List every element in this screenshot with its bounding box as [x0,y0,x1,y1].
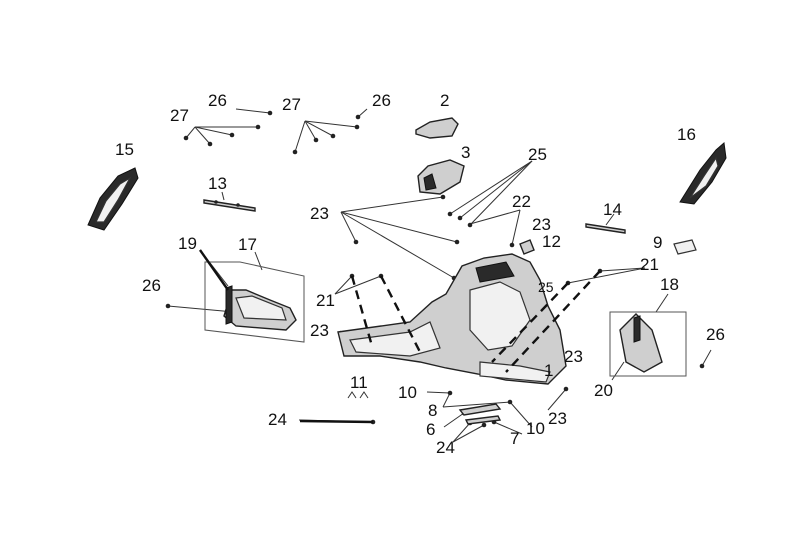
part-label-26b: 26 [372,91,391,110]
part-2-cover [415,117,459,139]
part-label-27a: 27 [170,106,189,125]
part-label-6: 6 [426,420,435,439]
part-label-23e: 23 [548,409,567,428]
part-3-bracket [417,159,465,195]
part-12-clip [519,239,535,255]
part-9-plate [673,239,697,255]
part-label-17: 17 [238,235,257,254]
part-label-26d: 26 [706,325,725,344]
part-label-11: 11 [350,373,368,392]
part-6-7-8-set [458,403,502,425]
part-label-10b: 10 [526,419,545,438]
part-label-24a: 24 [268,410,287,429]
part-label-23b: 23 [310,321,329,340]
part-label-9: 9 [653,233,662,252]
part-label-21a: 21 [316,291,335,310]
part-label-27b: 27 [282,95,301,114]
part-label-12: 12 [542,232,561,251]
part-label-24b: 24 [436,438,455,457]
part-13-rail [203,199,256,212]
part-16-side-strip [679,142,727,205]
leader-lines [167,108,712,443]
part-label-25b: 25 [538,279,554,295]
assembly-lines [199,249,601,373]
part-label-20: 20 [594,381,613,400]
part-label-13: 13 [208,174,227,193]
part-label-15: 15 [115,140,134,159]
part-17-group [204,261,305,343]
part-label-1: 1 [544,361,553,380]
part-15-side-strip [87,167,139,231]
part-label-19: 19 [178,234,197,253]
part-label-10a: 10 [398,383,417,402]
part-label-2: 2 [440,91,449,110]
fasteners [165,110,705,428]
part-11-clips [347,391,369,399]
part-label-23d: 23 [564,347,583,366]
part-label-23c: 23 [532,215,551,234]
part-label-25a: 25 [528,145,547,164]
part-label-21b: 21 [640,255,659,274]
part-label-26c: 26 [142,276,161,295]
part-label-18: 18 [660,275,679,294]
part-18-group [609,311,687,377]
part-labels: 1 2 3 6 7 8 9 10 10 11 12 13 14 15 16 17… [115,91,725,457]
part-label-7: 7 [510,429,519,448]
part-label-22: 22 [512,192,531,211]
part-24-rod [299,419,374,424]
part-label-16: 16 [677,125,696,144]
part-label-23a: 23 [310,204,329,223]
part-label-3: 3 [461,143,470,162]
part-label-8: 8 [428,401,437,420]
part-label-14: 14 [603,200,622,219]
part-14-rail [585,223,626,234]
part-label-26a: 26 [208,91,227,110]
